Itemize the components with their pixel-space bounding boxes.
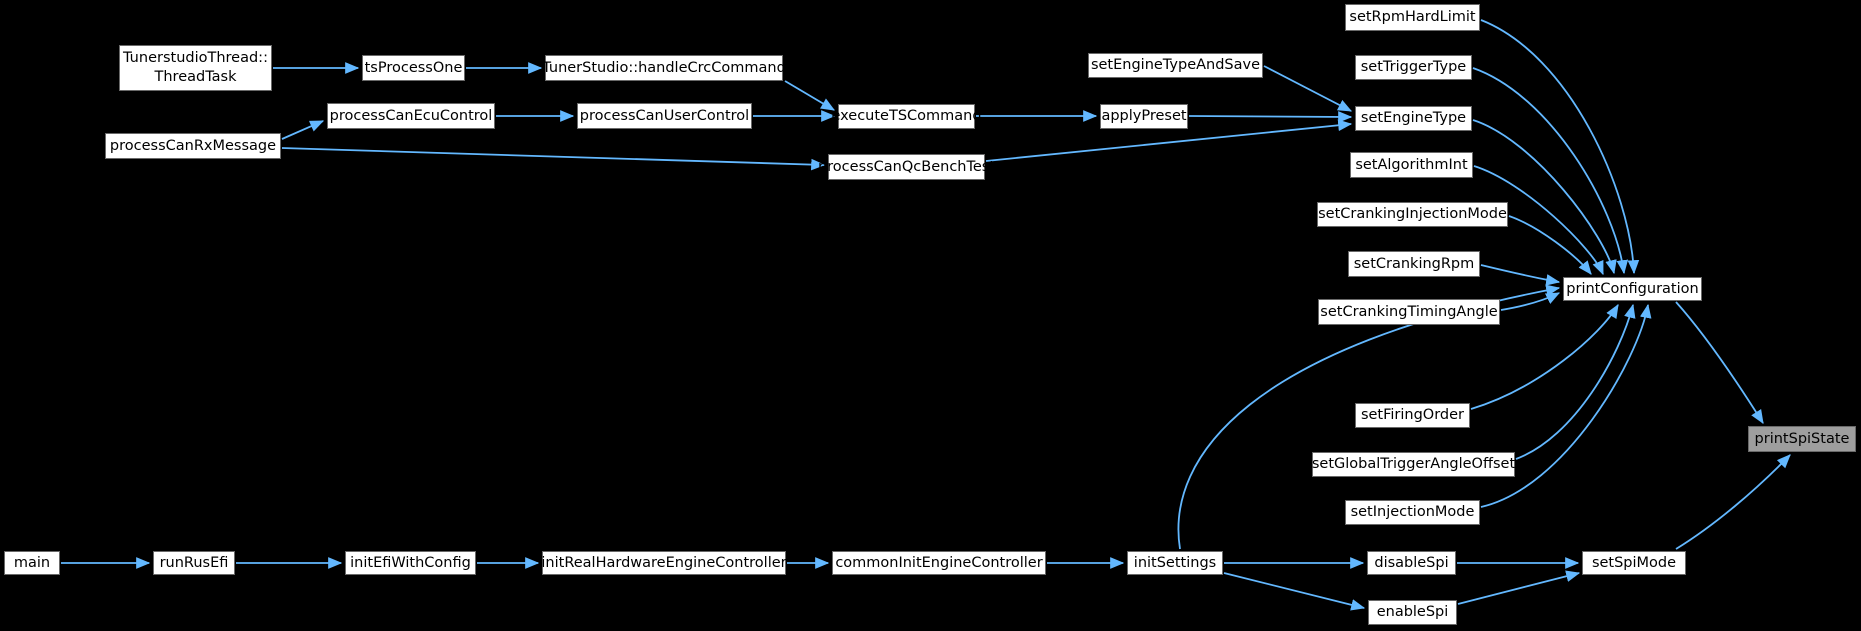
node-label: setAlgorithmInt [1355, 156, 1468, 173]
node-disable-spi[interactable]: disableSpi [1367, 551, 1456, 575]
node-set-trigger-type[interactable]: setTriggerType [1355, 55, 1472, 80]
node-process-can-rx-message[interactable]: processCanRxMessage [105, 133, 281, 159]
node-label: processCanRxMessage [109, 137, 277, 154]
node-label: setEngineTypeAndSave [1090, 57, 1261, 74]
node-set-engine-type[interactable]: setEngineType [1355, 106, 1472, 131]
node-main[interactable]: main [4, 551, 60, 575]
edge-set-algorithm-int-to-print-configuration [1473, 165, 1604, 276]
edge-set-engine-type-to-print-configuration [1472, 119, 1617, 275]
node-label: printConfiguration [1566, 280, 1699, 297]
node-process-can-user-control[interactable]: processCanUserControl [577, 103, 752, 129]
node-label: setFiringOrder [1360, 407, 1465, 424]
node-tunerstudio-thread-task[interactable]: TunerstudioThread::ThreadTask [119, 45, 272, 91]
node-print-spi-state[interactable]: printSpiState [1748, 426, 1856, 452]
edge-set-trigger-type-to-print-configuration [1472, 67, 1629, 275]
edge-process-can-rx-message-to-process-can-ecu-control [281, 120, 325, 140]
node-label: setInjectionMode [1350, 504, 1475, 521]
node-label: setCrankingInjectionMode [1318, 206, 1507, 223]
node-label: initRealHardwareEngineController [541, 554, 787, 571]
edge-set-cranking-injection-mode-to-print-configuration [1508, 215, 1592, 275]
node-init-settings[interactable]: initSettings [1127, 551, 1223, 575]
node-label: TunerstudioThread:: [123, 50, 268, 67]
edge-set-engine-type-and-save-to-set-engine-type [1263, 65, 1353, 112]
node-label: setEngineType [1360, 110, 1467, 127]
node-execute-ts-command[interactable]: executeTSCommand [831, 104, 982, 129]
node-process-can-ecu-control[interactable]: processCanEcuControl [327, 103, 495, 129]
node-set-cranking-injection-mode[interactable]: setCrankingInjectionMode [1317, 202, 1508, 227]
node-label: setCrankingRpm [1353, 255, 1475, 272]
node-label: printSpiState [1754, 430, 1850, 447]
node-label: enableSpi [1376, 604, 1449, 621]
edge-print-configuration-to-print-spi-state [1675, 301, 1764, 424]
edge-apply-preset-to-set-engine-type [1188, 111, 1353, 123]
edge-set-global-trigger-angle-offset-to-print-configuration [1515, 303, 1636, 460]
node-set-cranking-rpm[interactable]: setCrankingRpm [1348, 251, 1480, 277]
node-set-firing-order[interactable]: setFiringOrder [1355, 403, 1470, 428]
node-label: processCanEcuControl [329, 107, 493, 124]
edge-handle-crc-command-to-execute-ts-command [784, 80, 836, 111]
edge-enable-spi-to-set-spi-mode [1457, 570, 1581, 605]
node-label: processCanUserControl [579, 107, 750, 124]
edge-process-can-qc-bench-test-to-set-engine-type [985, 119, 1353, 162]
node-set-injection-mode[interactable]: setInjectionMode [1345, 500, 1480, 525]
edge-set-spi-mode-to-print-spi-state [1675, 454, 1791, 550]
edge-set-cranking-timing-angle-to-print-configuration [1500, 292, 1561, 311]
edge-set-firing-order-to-print-configuration [1470, 304, 1619, 410]
node-run-rus-efi[interactable]: runRusEfi [153, 551, 235, 575]
node-label: TunerStudio::handleCrcCommand [542, 59, 786, 76]
edge-set-cranking-rpm-to-print-configuration [1480, 264, 1561, 286]
node-apply-preset[interactable]: applyPreset [1100, 104, 1188, 129]
node-set-cranking-timing-angle[interactable]: setCrankingTimingAngle [1318, 299, 1500, 325]
node-label: applyPreset [1101, 108, 1187, 125]
node-label: setSpiMode [1591, 554, 1677, 571]
node-label: main [13, 554, 51, 571]
node-set-algorithm-int[interactable]: setAlgorithmInt [1350, 152, 1473, 178]
node-init-real-hardware-engine-controller[interactable]: initRealHardwareEngineController [541, 551, 787, 575]
node-label: ThreadTask [154, 69, 237, 85]
edge-set-injection-mode-to-print-configuration [1480, 303, 1652, 508]
node-label: runRusEfi [159, 554, 229, 571]
node-process-can-qc-bench-test[interactable]: processCanQcBenchTest [818, 154, 995, 180]
node-label: initSettings [1133, 554, 1217, 571]
edge-process-can-rx-message-to-process-can-qc-bench-test [281, 147, 826, 171]
node-print-configuration[interactable]: printConfiguration [1563, 277, 1702, 301]
node-handle-crc-command[interactable]: TunerStudio::handleCrcCommand [542, 55, 786, 81]
edge-set-rpm-hard-limit-to-print-configuration [1480, 19, 1640, 275]
node-label: setTriggerType [1360, 59, 1467, 76]
node-label: processCanQcBenchTest [817, 158, 996, 175]
node-label: setGlobalTriggerAngleOffset [1311, 456, 1516, 473]
node-set-global-trigger-angle-offset[interactable]: setGlobalTriggerAngleOffset [1312, 452, 1515, 477]
node-label: setRpmHardLimit [1349, 9, 1476, 26]
node-enable-spi[interactable]: enableSpi [1368, 600, 1457, 625]
node-set-rpm-hard-limit[interactable]: setRpmHardLimit [1345, 4, 1480, 31]
node-common-init-engine-controller[interactable]: commonInitEngineController [832, 551, 1046, 575]
node-label: tsProcessOne [364, 59, 463, 76]
node-init-efi-with-config[interactable]: initEfiWithConfig [345, 551, 476, 575]
node-label: initEfiWithConfig [350, 554, 471, 571]
node-set-engine-type-and-save[interactable]: setEngineTypeAndSave [1088, 53, 1263, 78]
node-set-spi-mode[interactable]: setSpiMode [1582, 551, 1686, 575]
node-label: executeTSCommand [831, 108, 982, 125]
node-label: disableSpi [1374, 554, 1449, 571]
node-ts-process-one[interactable]: tsProcessOne [362, 55, 465, 81]
node-label: commonInitEngineController [835, 554, 1043, 571]
edge-init-settings-to-enable-spi [1223, 572, 1366, 611]
node-label: setCrankingTimingAngle [1320, 303, 1498, 320]
